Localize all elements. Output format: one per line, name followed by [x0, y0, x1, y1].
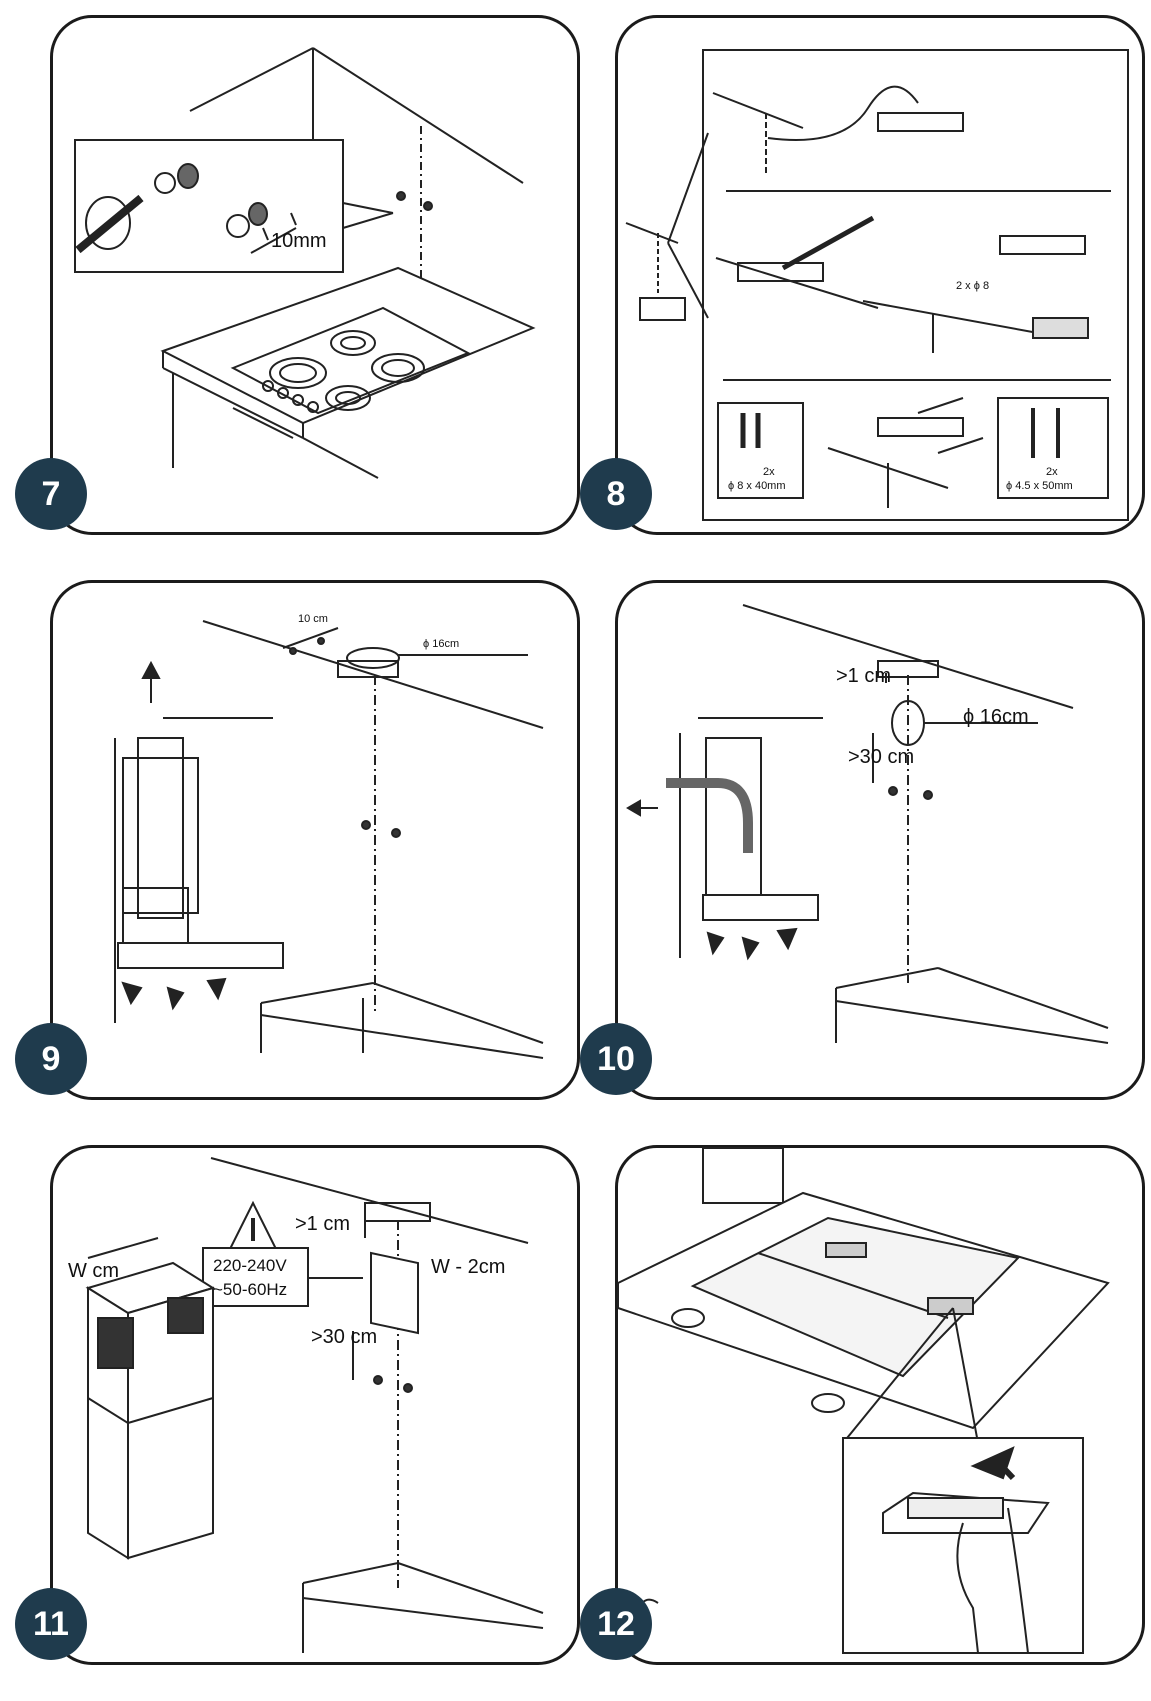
voltage-label: 220-240V — [213, 1256, 287, 1275]
gap-bottom-label: >30 cm — [848, 746, 915, 768]
step-8-panel: 2 x ϕ 8 2x ϕ 8 x 40mm 2x ϕ 4.5 x 50mm 8 — [580, 15, 1145, 535]
step-11-number: 11 — [15, 1588, 87, 1660]
step-9-number: 9 — [15, 1023, 87, 1095]
step-8-drawing — [625, 49, 1129, 521]
plug-count-label: 2x — [763, 466, 775, 478]
duct-diameter-label: ϕ 16cm — [963, 706, 1029, 728]
step-11-panel: >1 cm 220-240V ~50-60Hz W - 2cm >30 cm W… — [15, 1145, 580, 1665]
step-7-number: 7 — [15, 458, 87, 530]
step-7-panel: 10mm 7 — [15, 15, 580, 535]
screw-gap-label: 10mm — [271, 230, 327, 252]
duct-diameter-label: ϕ 16cm — [423, 638, 460, 650]
step-12-panel: 12 — [580, 1145, 1145, 1665]
screw-count-label: 2x — [1046, 466, 1058, 478]
frequency-label: ~50-60Hz — [213, 1280, 288, 1299]
step-11-drawing — [85, 1157, 544, 1653]
step-12-number: 12 — [580, 1588, 652, 1660]
step-10-panel: >1 cm ϕ 16cm >30 cm 10 — [580, 580, 1145, 1100]
step-9-panel: 10 cm ϕ 16cm 9 — [15, 580, 580, 1100]
gap-bottom-label: >30 cm — [311, 1326, 378, 1348]
step-8-number: 8 — [580, 458, 652, 530]
offset-label: 10 cm — [298, 613, 328, 625]
step-9-drawing — [114, 620, 544, 1059]
gap-top-label: >1 cm — [295, 1213, 351, 1235]
drill-size-label: 2 x ϕ 8 — [956, 280, 990, 292]
step-12-drawing — [613, 1147, 1110, 1654]
width-minus-label: W - 2cm — [431, 1256, 506, 1278]
step-10-number: 10 — [580, 1023, 652, 1095]
width-label: W cm — [68, 1260, 120, 1282]
gap-top-label: >1 cm — [836, 665, 892, 687]
step-10-drawing — [626, 604, 1109, 1044]
step-7-drawing — [74, 47, 536, 479]
plug-size-label: ϕ 8 x 40mm — [728, 480, 786, 492]
screw-size-label: ϕ 4.5 x 50mm — [1006, 480, 1073, 492]
